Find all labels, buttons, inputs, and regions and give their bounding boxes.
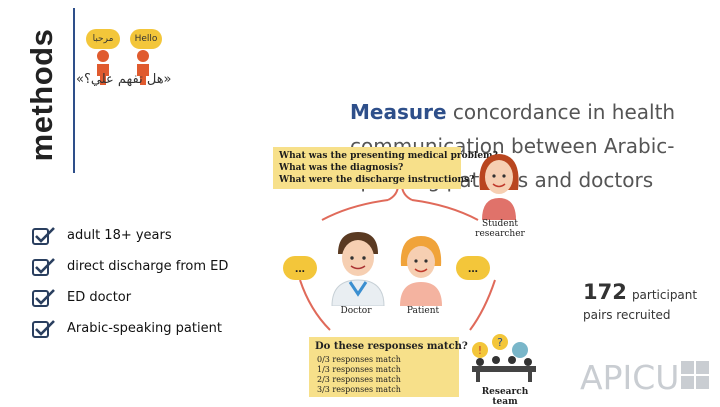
- question-item: What was the presenting medical problem?: [279, 151, 498, 161]
- title-divider: [73, 8, 75, 173]
- criteria-item: adult 18+ years: [32, 220, 228, 251]
- person-body-icon: [97, 64, 109, 85]
- doctor-label: Doctor: [340, 306, 372, 316]
- svg-text:?: ?: [497, 336, 503, 349]
- person-head-icon: [97, 50, 109, 62]
- match-option: 1/3 responses match: [317, 365, 401, 374]
- section-title: methods: [24, 28, 59, 162]
- arrow-to-patient: [411, 199, 479, 221]
- arrow-doctor-to-box: [299, 279, 331, 331]
- student-researcher-icon: [479, 154, 519, 220]
- criteria-list: adult 18+ years direct discharge from ED…: [32, 220, 228, 344]
- match-box-title: Do these responses match?: [315, 341, 468, 352]
- checkbox-checked-icon: [32, 226, 55, 245]
- english-greeting-bubble: Hello: [130, 29, 162, 49]
- research-team-label: Research team: [481, 387, 529, 407]
- arrow-patient-to-box: [469, 279, 496, 331]
- headline-emphasis: Measure: [350, 100, 447, 124]
- match-option: 3/3 responses match: [317, 385, 401, 394]
- apicu-logo: APICU: [580, 358, 680, 397]
- researcher-label: Student researcher: [475, 219, 525, 239]
- flow-arrows: [299, 184, 496, 331]
- criteria-item: Arabic-speaking patient: [32, 313, 228, 344]
- doctor-ellipsis-bubble: ...: [283, 256, 317, 280]
- logo-mark-icon: [681, 361, 709, 389]
- svg-text:!: !: [478, 344, 482, 357]
- criteria-item: direct discharge from ED: [32, 251, 228, 282]
- person-body-icon: [137, 64, 149, 85]
- stat-subtitle: pairs recruited: [583, 308, 671, 322]
- question-item: What were the discharge instructions?: [279, 175, 475, 185]
- checkbox-checked-icon: [32, 257, 55, 276]
- arabic-greeting-bubble: مرحبا: [86, 29, 120, 49]
- match-option: 0/3 responses match: [317, 355, 401, 364]
- research-team-icon: ! ?: [472, 334, 536, 382]
- participant-stat: 172 participant pairs recruited: [583, 280, 713, 322]
- checkbox-checked-icon: [32, 319, 55, 338]
- arabic-question: «هل تفهم علي؟»: [76, 72, 172, 87]
- doctor-icon: [331, 232, 385, 306]
- patient-ellipsis-bubble: ...: [456, 256, 490, 280]
- stat-unit: participant: [631, 288, 698, 302]
- arrow-to-doctor: [321, 199, 389, 221]
- questions-box: What was the presenting medical problem?…: [273, 147, 498, 189]
- patient-icon: [400, 236, 442, 306]
- person-head-icon: [137, 50, 149, 62]
- patient-label: Patient: [406, 306, 440, 316]
- criteria-item: ED doctor: [32, 282, 228, 313]
- match-option: 2/3 responses match: [317, 375, 401, 384]
- checkbox-checked-icon: [32, 288, 55, 307]
- question-item: What was the diagnosis?: [279, 163, 404, 173]
- match-box: Do these responses match? 0/3 responses …: [309, 337, 468, 397]
- stat-value: 172: [583, 280, 627, 304]
- person-pair-icon: [97, 50, 149, 85]
